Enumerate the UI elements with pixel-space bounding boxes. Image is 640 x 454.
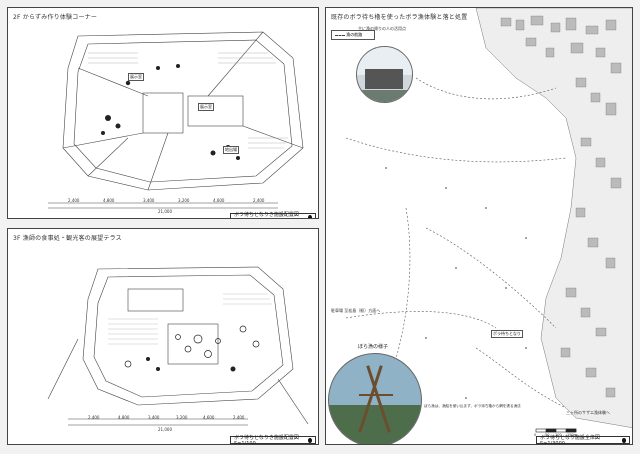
- room-label-1: 地出場: [223, 146, 239, 154]
- dim-5: 4,600: [213, 198, 225, 203]
- titleblock-2f: ボラ待ちとなりき施設配置図 S=1/100: [230, 211, 316, 219]
- arrow-sazae: 三ヶ所のサザエ漁体験へ: [566, 410, 610, 415]
- sheet-2f-plan: 2F からずみ作り体験コーナー 2,400 4,800 3,400 3,200 …: [7, 7, 319, 219]
- dim-3: 3,400: [148, 415, 160, 420]
- top-note: 主に漁の帰りの人の活用点: [358, 26, 406, 31]
- dim-4: 3,200: [176, 415, 188, 420]
- north-icon: [308, 437, 312, 443]
- dim-1: 2,400: [88, 415, 100, 420]
- room-label-3: 展示室: [128, 73, 144, 81]
- fishing-tower-photo: [328, 353, 422, 444]
- plan-3f-drawing: [47, 266, 309, 426]
- scale-2: 100: [555, 433, 562, 437]
- photo-note: ぼら漁は、漁船を使い込まず、ボラ待ち櫓から網を張る漁法: [424, 404, 521, 408]
- dim-4: 3,200: [178, 198, 190, 203]
- sheet-site-plan: 既存のボラ待ち櫓を使ったボラ漁体験と落と処置: [325, 7, 633, 445]
- titleblock-site: ボラ待ちとなり施設全体図 S=1/3000: [536, 434, 630, 445]
- dim-2: 4,800: [118, 415, 130, 420]
- scale-0: 0: [534, 433, 537, 437]
- sheet-2f-title: 2F からずみ作り体験コーナー: [13, 14, 98, 21]
- titleblock-3f-text: ボラ待ちとなりき施設配置図 S=1/100: [234, 434, 299, 445]
- plan-2f-drawing: [48, 31, 304, 209]
- titleblock-2f-text: ボラ待ちとなりき施設配置図 S=1/100: [234, 211, 299, 219]
- dim-2: 4,800: [103, 198, 115, 203]
- dim-5: 4,600: [203, 415, 215, 420]
- north-icon: [308, 214, 312, 218]
- arrow-parking: 駐車場 至松島（駅）方面へ: [331, 308, 381, 313]
- sheet-3f-plan: 3F 漁師の食事処・観光客の展望テラス 2,400 4,800 3,400 3,…: [7, 228, 319, 445]
- dim-3: 3,400: [143, 198, 155, 203]
- photo-caption: ぼら漁の様子: [356, 343, 391, 350]
- dim-6: 2,400: [253, 198, 265, 203]
- titleblock-3f: ボラ待ちとなりき施設配置図 S=1/100: [230, 434, 316, 445]
- north-icon: [621, 437, 626, 443]
- route-legend: 漁の航路: [331, 30, 375, 40]
- place-label: ボラ待ちとなり: [491, 330, 523, 338]
- room-label-2: 展示室: [198, 103, 214, 111]
- site-title: 既存のボラ待ち櫓を使ったボラ漁体験と落と処置: [331, 14, 468, 21]
- dim-total: 21,000: [158, 209, 172, 214]
- titleblock-site-text: ボラ待ちとなり施設全体図 S=1/3000: [540, 434, 600, 445]
- scale-1: 50: [545, 433, 550, 437]
- dim-total: 21,000: [158, 427, 172, 432]
- legend-label: 漁の航路: [346, 32, 363, 37]
- scale-3: 150m: [567, 433, 578, 437]
- dim-6: 2,400: [233, 415, 245, 420]
- site-map-drawing: [345, 8, 632, 433]
- dim-1: 2,400: [68, 198, 80, 203]
- dashed-line-icon: [335, 34, 345, 36]
- sheet-3f-title: 3F 漁師の食事処・観光客の展望テラス: [13, 235, 122, 242]
- boat-photo: [356, 46, 413, 103]
